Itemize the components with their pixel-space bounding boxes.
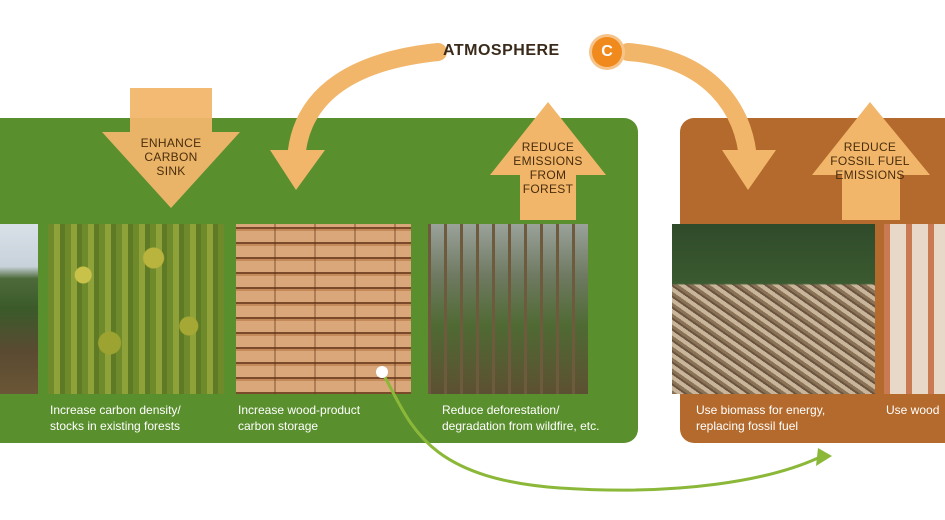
arch-left-head	[270, 150, 325, 190]
arch-right-head	[722, 150, 776, 190]
caption-biomass: Use biomass for energy, replacing fossil…	[696, 403, 826, 433]
photo-biomass-pile	[672, 224, 875, 394]
reduce-fossil-label: REDUCE FOSSIL FUEL EMISSIONS	[830, 140, 910, 182]
reduce-forest-arrow	[490, 102, 606, 220]
photo-lumber-stack	[236, 224, 411, 394]
atmosphere-title: ATMOSPHERE	[443, 42, 560, 59]
photo-wood-frame	[884, 224, 945, 394]
caption-deforestation: Reduce deforestation/ degradation from w…	[442, 403, 600, 433]
enhance-sink-arrow	[102, 88, 240, 208]
photo-wildfire-forest	[428, 224, 588, 394]
photo-cleared-land	[0, 224, 38, 394]
reduce-fossil-arrow	[812, 102, 930, 220]
atmosphere-arch-right	[619, 43, 757, 169]
substitution-curve-start	[376, 366, 388, 378]
photo-dense-forest	[48, 224, 224, 394]
reduce-forest-label: REDUCE EMISSIONS FROM FOREST	[513, 140, 583, 196]
caption-wood-building: Use wood	[886, 403, 940, 417]
caption-wood-product: Increase wood-product carbon storage	[238, 403, 361, 433]
circle-c-badge-icon: C	[592, 37, 622, 67]
substitution-curve-head	[816, 448, 832, 466]
caption-carbon-density: Increase carbon density/ stocks in exist…	[50, 403, 181, 433]
atmosphere-arch-left	[287, 43, 447, 169]
substitution-curve	[380, 371, 819, 492]
enhance-sink-label: ENHANCE CARBON SINK	[140, 136, 202, 178]
